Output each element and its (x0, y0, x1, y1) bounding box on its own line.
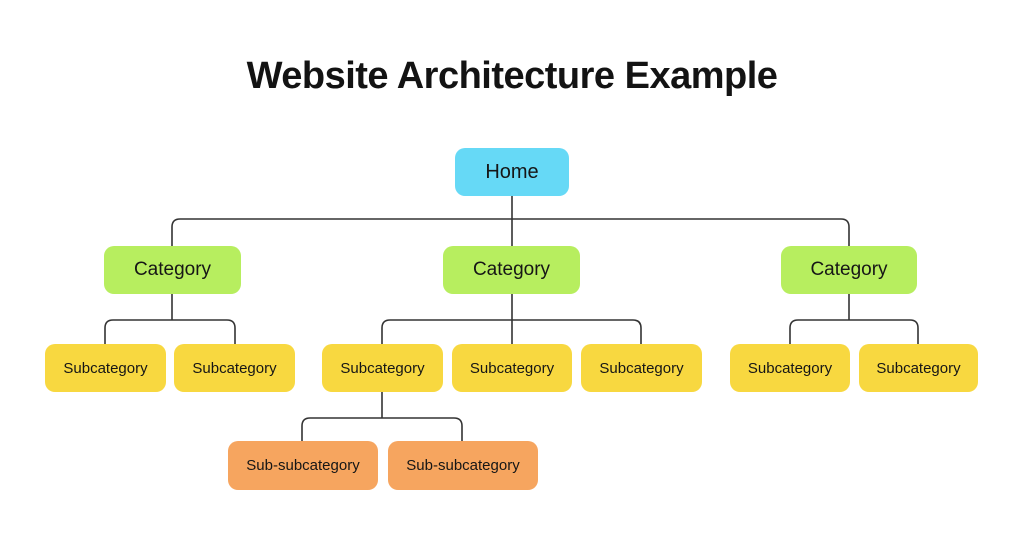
node-label: Category (810, 259, 888, 280)
node-subcategory-left-2: Subcategory (174, 344, 295, 392)
node-category-right: Category (781, 246, 917, 294)
node-label: Subcategory (876, 359, 961, 377)
node-label: Subcategory (599, 359, 684, 377)
node-label: Subcategory (192, 359, 277, 377)
node-sub-subcategory-2: Sub-subcategory (388, 441, 538, 490)
node-label: Subcategory (63, 359, 148, 377)
page-title: Website Architecture Example (246, 55, 778, 97)
node-subcategory-center-2: Subcategory (452, 344, 572, 392)
node-subcategory-left-1: Subcategory (45, 344, 166, 392)
node-sub-subcategory-1: Sub-subcategory (228, 441, 378, 490)
node-subcategory-right-2: Subcategory (859, 344, 978, 392)
node-label: Sub-subcategory (246, 457, 360, 474)
node-label: Subcategory (469, 359, 555, 377)
node-home: Home (455, 148, 569, 196)
node-subcategory-right-1: Subcategory (730, 344, 850, 392)
node-subcategory-center-3: Subcategory (581, 344, 702, 392)
node-label: Category (133, 259, 212, 280)
node-label: Subcategory (340, 359, 425, 377)
node-label: Sub-subcategory (406, 457, 520, 474)
node-label: Home (485, 160, 539, 183)
node-label: Category (472, 259, 551, 280)
node-category-left: Category (104, 246, 241, 294)
node-label: Subcategory (747, 359, 833, 377)
node-category-center: Category (443, 246, 580, 294)
node-subcategory-center-1: Subcategory (322, 344, 443, 392)
